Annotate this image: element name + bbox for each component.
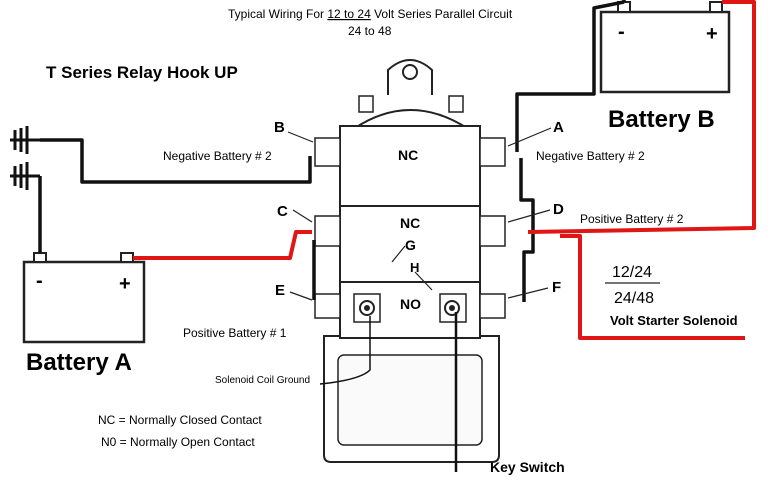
red-wires [133, 0, 756, 340]
ground-symbols [10, 126, 40, 190]
contact-top-nc: NC [398, 147, 418, 163]
contact-middle-nc: NC [400, 215, 420, 231]
battery-a-label: Battery A [26, 349, 132, 376]
header-voltage-alt: 24 to 48 [348, 24, 392, 38]
starter-solenoid-label: Volt Starter Solenoid [610, 313, 738, 328]
terminal-h-label: H [410, 260, 419, 275]
terminal-a-label: A [553, 119, 564, 136]
battery-a-pos-sign: + [119, 273, 131, 295]
label-neg-batt-2-left: Negative Battery # 2 [163, 149, 272, 163]
label-key-switch: Key Switch [490, 459, 565, 475]
terminal-c-label: C [277, 203, 288, 220]
terminal-g-label: G [405, 237, 416, 253]
contact-bottom-no: NO [400, 296, 421, 312]
wire-batt-b-neg-to-a [515, 0, 626, 152]
relay-middle-section [339, 205, 481, 283]
wire-a-to-d [519, 158, 535, 230]
terminal-f-label: F [552, 279, 561, 296]
terminal-d-label: D [553, 201, 564, 218]
wire-f-to-d [522, 230, 535, 302]
battery-b-neg-sign: - [618, 21, 625, 43]
page-title: T Series Relay Hook UP [46, 63, 238, 82]
wire-d-to-starter [560, 234, 745, 340]
battery-b-label: Battery B [608, 106, 715, 133]
terminal-e-label: E [275, 282, 285, 299]
battery-b-pos-sign: + [706, 23, 718, 45]
wire-ground-to-b [40, 138, 312, 184]
legend-no: N0 = Normally Open Contact [101, 435, 255, 449]
starter-voltage-top: 12/24 [612, 264, 652, 281]
relay-top-section [339, 125, 481, 207]
label-neg-batt-2-right: Negative Battery # 2 [536, 149, 645, 163]
battery-a [22, 252, 146, 344]
starter-voltage-bottom: 24/48 [614, 290, 654, 307]
wire-g-to-coil-ground [319, 316, 371, 385]
terminal-b-label: B [274, 119, 285, 136]
legend-nc: NC = Normally Closed Contact [98, 413, 262, 427]
leader-lines [287, 127, 660, 301]
black-wires [38, 0, 626, 472]
coil-terminals [359, 300, 460, 316]
label-coil-ground: Solenoid Coil Ground [215, 375, 310, 386]
label-pos-batt-1: Positive Battery # 1 [183, 326, 287, 340]
wire-batt-b-pos-to-d [527, 0, 756, 234]
label-pos-batt-2: Positive Battery # 2 [580, 212, 684, 226]
wire-batt-a-pos-to-c [133, 230, 312, 260]
battery-a-neg-sign: - [36, 270, 43, 292]
header-typical: Typical Wiring For 12 to 24 Volt Series … [228, 7, 513, 21]
battery-b [599, 1, 731, 94]
